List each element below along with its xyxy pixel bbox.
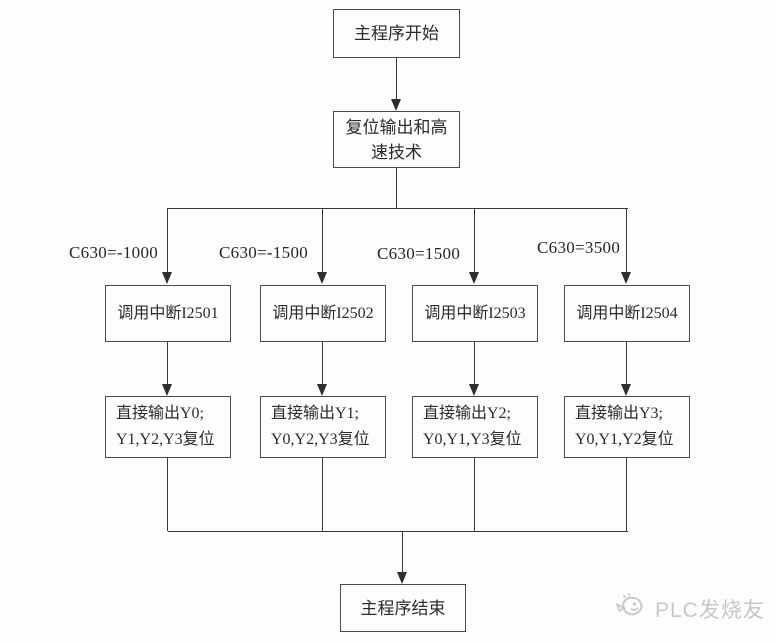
arrowhead-output-2: [317, 384, 327, 396]
arrowhead-branch-3: [469, 272, 479, 284]
arrowhead-end: [397, 572, 407, 584]
connector-interrupt-output-1: [167, 342, 169, 385]
watermark-text: PLC发烧友: [655, 598, 765, 622]
node-interrupt-1: 调用中断I2501: [105, 285, 231, 342]
arrowhead-output-1: [162, 384, 172, 396]
branch-condition-label-3: C630=1500: [377, 244, 461, 263]
branch-condition-label-1: C630=-1000: [69, 243, 159, 262]
connector-merge-3: [474, 458, 476, 531]
connector-merge-4: [626, 458, 628, 531]
branch-condition-label-2: C630=-1500: [219, 243, 309, 262]
connector-interrupt-output-3: [474, 342, 476, 385]
arrowhead-branch-4: [621, 272, 631, 284]
arrowhead-branch-1: [162, 272, 172, 284]
watermark: PLC发烧友: [614, 590, 765, 627]
plc-mascot-icon: [614, 590, 650, 627]
connector-merge-end: [402, 531, 404, 573]
connector-merge-2: [322, 458, 324, 531]
connector-interrupt-output-4: [626, 342, 628, 385]
arrowhead-branch-2: [317, 272, 327, 284]
connector-branch-2: [322, 208, 324, 273]
connector-branch-3: [474, 208, 476, 273]
arrowhead-output-4: [621, 384, 631, 396]
connector-branch-4: [626, 208, 628, 273]
connector-interrupt-output-2: [322, 342, 324, 385]
distribution-line: [168, 208, 628, 210]
connector-start-reset: [396, 58, 398, 100]
connector-reset-distribution: [396, 168, 398, 209]
node-interrupt-4: 调用中断I2504: [564, 285, 690, 342]
node-output-4: 直接输出Y3; Y0,Y1,Y2复位: [564, 396, 690, 458]
connector-branch-1: [167, 208, 169, 273]
node-output-1: 直接输出Y0; Y1,Y2,Y3复位: [105, 396, 231, 458]
node-start: 主程序开始: [333, 9, 460, 58]
node-output-3: 直接输出Y2; Y0,Y1,Y3复位: [412, 396, 538, 458]
connector-merge-1: [167, 458, 169, 531]
node-end: 主程序结束: [340, 584, 466, 632]
node-reset: 复位输出和高 速技术: [333, 111, 460, 168]
arrowhead-start-reset: [391, 99, 401, 111]
node-output-2: 直接输出Y1; Y0,Y2,Y3复位: [260, 396, 386, 458]
node-interrupt-3: 调用中断I2503: [412, 285, 538, 342]
merge-line: [168, 531, 628, 533]
node-interrupt-2: 调用中断I2502: [260, 285, 386, 342]
arrowhead-output-3: [469, 384, 479, 396]
branch-condition-label-4: C630=3500: [537, 238, 621, 257]
